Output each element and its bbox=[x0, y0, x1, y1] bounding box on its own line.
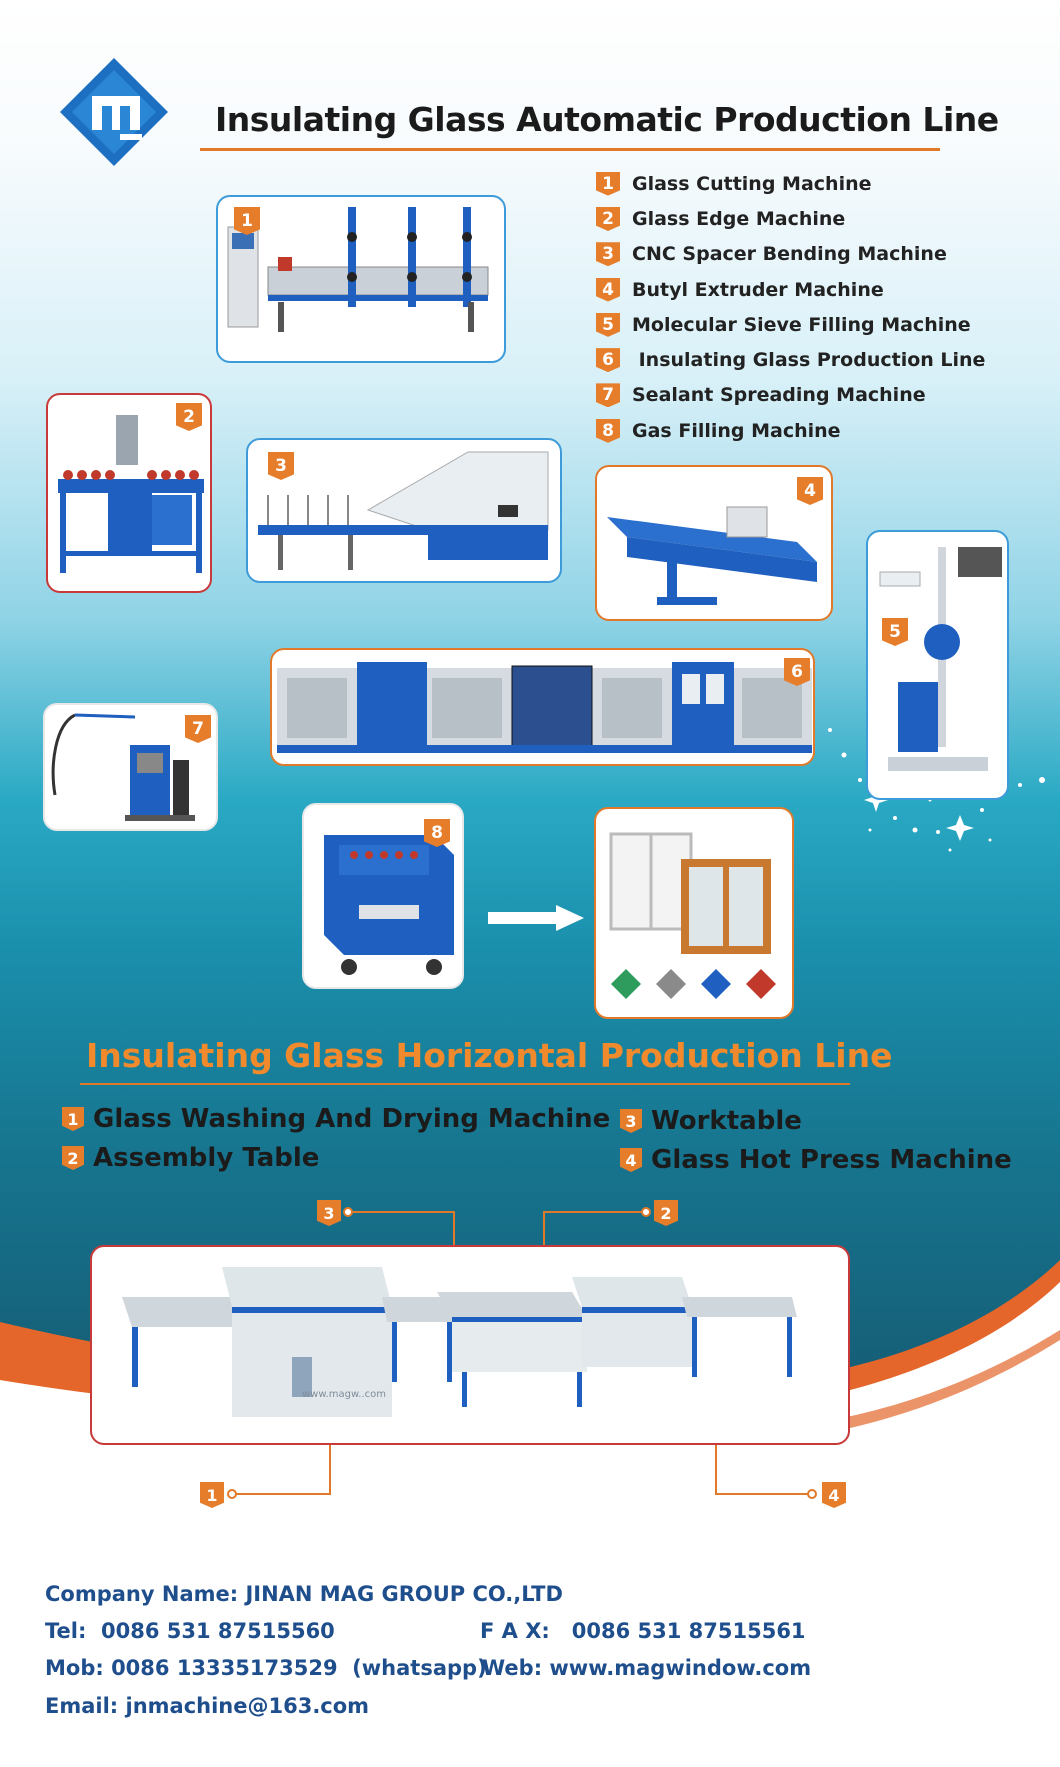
photo-sealant-spreading-machine: 7 bbox=[43, 703, 218, 831]
number-badge: 2 bbox=[596, 206, 620, 231]
horizontal-item: 2 Assembly Table bbox=[62, 1143, 319, 1173]
photo-glass-cutting-machine: 1 bbox=[216, 195, 506, 363]
list-item-label: Molecular Sieve Filling Machine bbox=[632, 313, 971, 336]
sealant-spreading-illustration bbox=[51, 713, 195, 821]
photo-watermark: www.magw..com bbox=[302, 1389, 386, 1400]
number-badge: 8 bbox=[596, 418, 620, 443]
list-item-label: Gas Filling Machine bbox=[632, 419, 841, 442]
photo-number-tag: 7 bbox=[185, 715, 211, 743]
horizontal-item-label: Glass Washing And Drying Machine bbox=[93, 1104, 611, 1134]
glass-edge-machine-illustration bbox=[58, 415, 204, 573]
horizontal-item: 4 Glass Hot Press Machine bbox=[620, 1145, 1012, 1175]
photo-cnc-spacer-bending-machine: 3 bbox=[246, 438, 562, 583]
glass-cutting-machine-illustration bbox=[227, 207, 489, 332]
list-item: 8 Gas Filling Machine bbox=[596, 413, 985, 448]
website-link[interactable]: Web: www.magwindow.com bbox=[482, 1656, 812, 1680]
sparkle-decoration-left bbox=[13, 1408, 83, 1467]
horizontal-item-label: Assembly Table bbox=[93, 1143, 320, 1173]
photo-number-tag: 3 bbox=[268, 452, 294, 480]
number-badge: 7 bbox=[596, 383, 620, 408]
photo-insulating-glass-production-line: 6 bbox=[270, 648, 815, 766]
number-badge: 5 bbox=[596, 312, 620, 337]
butyl-extruder-illustration bbox=[607, 506, 817, 605]
mag-logo-icon bbox=[60, 58, 168, 166]
number-badge: 4 bbox=[596, 277, 620, 302]
photo-glass-edge-machine: 2 bbox=[46, 393, 212, 593]
cnc-spacer-bending-illustration bbox=[258, 451, 549, 570]
horizontal-item-label: Worktable bbox=[651, 1106, 802, 1136]
tel-number: Tel: 0086 531 87515560 bbox=[45, 1619, 335, 1643]
list-item: 7 Sealant Spreading Machine bbox=[596, 378, 985, 413]
finished-windows-illustration bbox=[609, 832, 776, 999]
number-badge: 6 bbox=[596, 348, 620, 373]
photo-number-tag: 2 bbox=[176, 403, 202, 431]
gas-filling-illustration bbox=[324, 835, 454, 975]
photo-horizontal-production-line: www.magw..com bbox=[90, 1245, 850, 1445]
list-item-label: Glass Edge Machine bbox=[632, 207, 846, 230]
photo-number-tag: 6 bbox=[784, 658, 810, 686]
list-item: 3 CNC Spacer Bending Machine bbox=[596, 237, 985, 272]
horizontal-title-divider bbox=[80, 1083, 850, 1085]
list-item: 5 Molecular Sieve Filling Machine bbox=[596, 307, 985, 342]
molecular-sieve-illustration bbox=[879, 547, 1002, 771]
list-item-label: CNC Spacer Bending Machine bbox=[632, 243, 947, 266]
number-badge: 2 bbox=[62, 1146, 84, 1170]
title-divider bbox=[200, 148, 940, 151]
photo-number-tag: 5 bbox=[882, 618, 908, 646]
fax-number: F A X: 0086 531 87515561 bbox=[480, 1619, 806, 1643]
list-item: 6 Insulating Glass Production Line bbox=[596, 342, 985, 377]
list-item: 4 Butyl Extruder Machine bbox=[596, 272, 985, 307]
company-name: Company Name: JINAN MAG GROUP CO.,LTD bbox=[45, 1582, 563, 1606]
callout-badge: 1 bbox=[200, 1482, 224, 1508]
number-badge: 4 bbox=[620, 1148, 642, 1172]
machine-list: 1 Glass Cutting Machine 2 Glass Edge Machi… bbox=[596, 166, 985, 448]
callout-badge: 2 bbox=[654, 1200, 678, 1226]
number-badge: 3 bbox=[620, 1109, 642, 1133]
horizontal-item: 1 Glass Washing And Drying Machine bbox=[62, 1104, 610, 1134]
number-badge: 1 bbox=[596, 171, 620, 196]
arrow-right-icon bbox=[488, 905, 584, 931]
horizontal-item-label: Glass Hot Press Machine bbox=[651, 1145, 1012, 1175]
photo-number-tag: 4 bbox=[797, 477, 823, 505]
list-item-label: Glass Cutting Machine bbox=[632, 172, 872, 195]
production-line-illustration bbox=[277, 662, 812, 753]
photo-finished-windows bbox=[594, 807, 794, 1019]
number-badge: 1 bbox=[62, 1107, 84, 1131]
callout-badge: 4 bbox=[822, 1482, 846, 1508]
list-item-label: Butyl Extruder Machine bbox=[632, 278, 884, 301]
mobile-number: Mob: 0086 13335173529 (whatsapp) bbox=[45, 1656, 487, 1680]
photo-butyl-extruder-machine: 4 bbox=[595, 465, 833, 621]
horizontal-line-title: Insulating Glass Horizontal Production L… bbox=[86, 1036, 893, 1075]
list-item-label: Sealant Spreading Machine bbox=[632, 384, 926, 407]
horizontal-line-illustration bbox=[122, 1267, 797, 1417]
callout-badge: 3 bbox=[317, 1200, 341, 1226]
photo-molecular-sieve-filling-machine: 5 bbox=[866, 530, 1009, 800]
photo-number-tag: 1 bbox=[234, 207, 260, 235]
page-title: Insulating Glass Automatic Production Li… bbox=[215, 100, 999, 139]
list-item: 2 Glass Edge Machine bbox=[596, 201, 985, 236]
list-item-label: Insulating Glass Production Line bbox=[632, 349, 986, 372]
number-badge: 3 bbox=[596, 242, 620, 267]
photo-number-tag: 8 bbox=[424, 819, 450, 847]
photo-gas-filling-machine: 8 bbox=[302, 803, 464, 989]
horizontal-item: 3 Worktable bbox=[620, 1106, 802, 1136]
list-item: 1 Glass Cutting Machine bbox=[596, 166, 985, 201]
email-link[interactable]: Email: jnmachine@163.com bbox=[45, 1694, 370, 1718]
